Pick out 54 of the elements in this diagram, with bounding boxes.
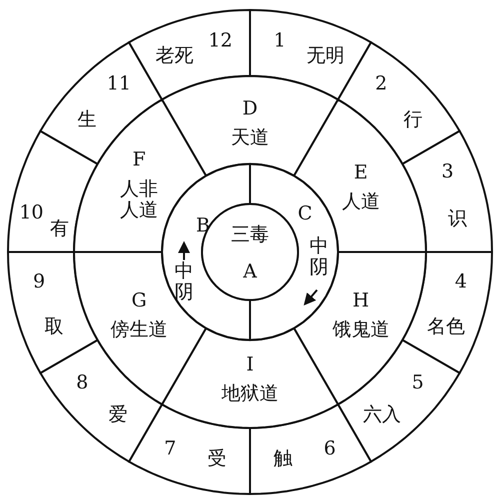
ring-segment	[39, 339, 163, 463]
segment-label: E	[354, 162, 368, 184]
segment-text: 受	[208, 448, 227, 470]
segment-text: 饿鬼道	[332, 320, 390, 340]
segment-label: I	[246, 354, 254, 376]
ring-segment	[7, 129, 99, 254]
segment-label: 9	[33, 271, 46, 292]
segment-label: 3	[441, 162, 454, 183]
segment-label: 5	[412, 372, 424, 394]
segment-text: 中阴	[310, 236, 328, 278]
segment-text: 触	[273, 448, 292, 470]
segment-text: 有	[50, 218, 69, 240]
ring-segment	[127, 403, 252, 495]
segment-text: 老死	[156, 46, 194, 66]
segment-label: 2	[375, 74, 388, 95]
ring-segment	[337, 338, 461, 463]
segment-text: 爱	[108, 404, 128, 426]
segment-text: 识	[448, 208, 467, 230]
segment-label: D	[242, 98, 258, 120]
segment-text: 中阴	[174, 261, 194, 303]
ring-segment	[127, 9, 251, 101]
segment-text: 地狱道	[222, 384, 278, 404]
segment-label: A	[243, 262, 257, 282]
segment-text: 天道	[231, 128, 269, 148]
segment-text: 无明	[306, 46, 344, 66]
segment-label: 12	[208, 30, 232, 52]
ring-segment	[73, 98, 207, 254]
segment-label: C	[298, 204, 312, 224]
ring-segment	[7, 251, 99, 375]
ring-segment	[73, 251, 207, 406]
segment-text: 人道	[342, 192, 380, 212]
segment-label: 1	[274, 30, 286, 52]
segment-text: 傍生道	[110, 320, 168, 340]
ring-segment	[293, 98, 427, 253]
segment-label: 6	[324, 439, 336, 460]
segment-label: F	[132, 150, 146, 170]
segment-label: 7	[164, 439, 176, 460]
ring-segment	[401, 250, 493, 374]
segment-label: H	[352, 290, 370, 312]
segment-label: 11	[106, 74, 131, 95]
segment-label: G	[132, 290, 147, 312]
segment-text: 取	[44, 316, 64, 338]
segment-text: 生	[77, 109, 96, 130]
segment-text: 名色	[427, 316, 466, 338]
segment-label: 10	[19, 203, 44, 224]
ring-segment	[249, 9, 372, 101]
segment-text: 六入	[363, 404, 402, 426]
ring-segment	[401, 129, 493, 253]
segment-text: 三毒	[231, 224, 269, 246]
segment-text: 人非人道	[119, 179, 160, 221]
ring-segment	[161, 75, 339, 177]
segment-label: 4	[454, 271, 467, 292]
segment-text: 行	[404, 109, 423, 130]
segment-label: 8	[76, 372, 88, 394]
